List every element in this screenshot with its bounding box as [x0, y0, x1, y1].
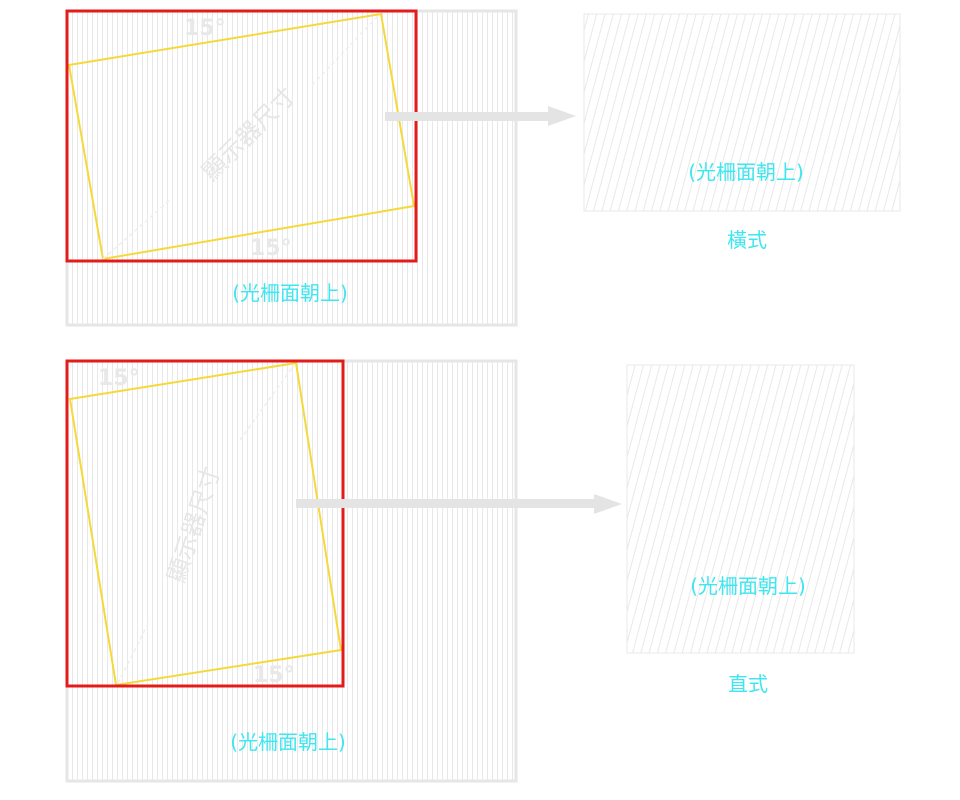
top-angle-label-upper: 15°: [184, 16, 226, 41]
top-angle-guide-upper: [311, 13, 381, 86]
top-lenticular-sheet: [65, 9, 518, 327]
bottom-orientation-label: 直式: [728, 672, 768, 696]
top-arrow-icon: [385, 106, 576, 126]
top-orientation-label: 橫式: [727, 228, 767, 252]
bottom-angle-guide-lower: [117, 619, 151, 684]
bottom-rotated-display: [68, 361, 343, 687]
top-result-caption: (光柵面朝上): [688, 160, 804, 184]
bottom-sheet-caption: (光柵面朝上): [230, 730, 346, 754]
bottom-result-panel: [626, 364, 855, 654]
bottom-diagram: 15° 15° 顯示器尺寸 (光柵面朝上) (光柵面朝上) 直式: [65, 359, 855, 783]
bottom-result-caption: (光柵面朝上): [690, 574, 806, 598]
bottom-arrow-icon: [296, 494, 622, 514]
bottom-lenticular-sheet: [65, 359, 518, 783]
top-rotated-display: [67, 12, 416, 261]
top-result-panel: [583, 13, 901, 212]
bottom-angle-label-lower: 15°: [253, 663, 295, 688]
top-angle-guide-lower: [102, 199, 171, 260]
top-diagram: 15° 15° 顯示器尺寸 (光柵面朝上) (光柵面朝上) 橫式: [65, 9, 901, 327]
bottom-angle-guide-upper: [239, 364, 295, 441]
bottom-crop-frame: [65, 359, 345, 688]
bottom-angle-label-upper: 15°: [98, 366, 140, 391]
top-sheet-caption: (光柵面朝上): [232, 281, 348, 305]
top-angle-label-lower: 15°: [250, 236, 292, 261]
top-crop-frame: [65, 9, 418, 263]
